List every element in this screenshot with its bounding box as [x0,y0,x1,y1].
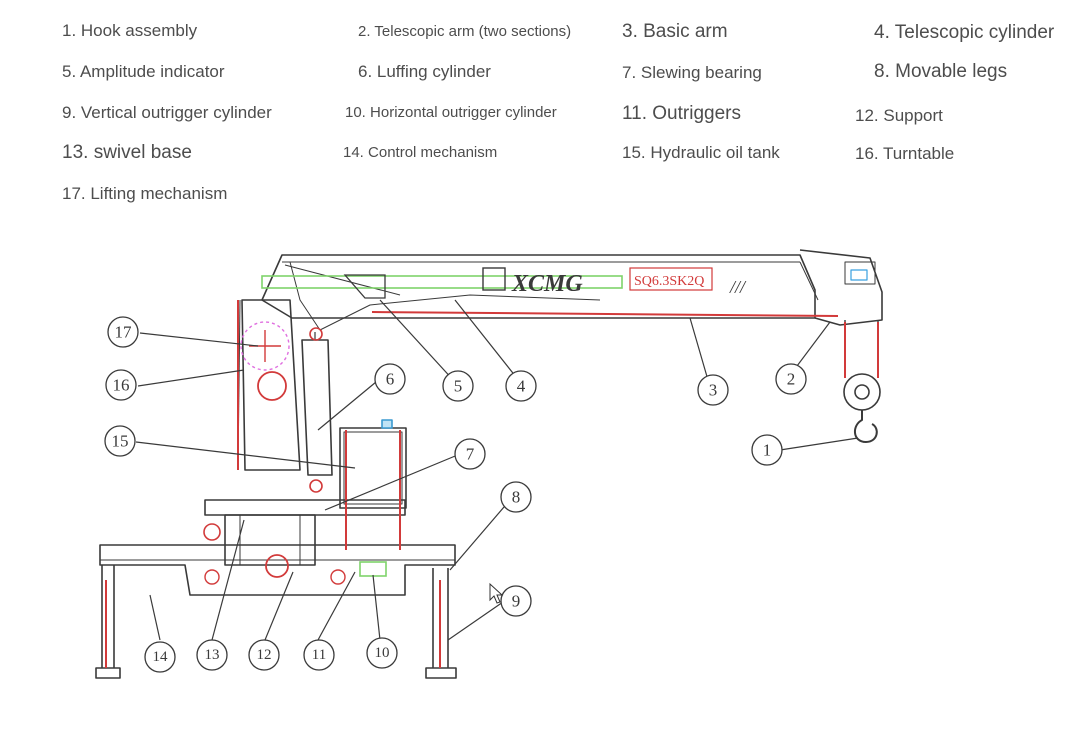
callout-4: 4 [517,377,526,396]
model-label: SQ6.3SK2Q [634,274,704,289]
legend-item-16: 16. Turntable [855,144,955,163]
parts-legend: 1. Hook assembly 2. Telescopic arm (two … [0,0,1078,215]
callout-3: 3 [709,381,718,400]
callout-5: 5 [454,377,463,396]
boom-inner-plate [289,261,601,331]
lifting-mechanism-drum [240,321,290,371]
left-leg [101,565,115,668]
turntable-column [241,299,301,471]
basic-arm [261,254,816,319]
outrigger-beam [99,544,456,596]
legend-item-7: 7. Slewing bearing [622,63,762,82]
callout-11: 11 [312,647,326,663]
legend-item-11: 11. Outriggers [622,103,741,124]
callout-16: 16 [113,376,130,395]
right-leg [432,568,449,668]
boom-head [799,249,883,326]
hook [854,410,878,443]
callout-12: 12 [257,647,272,663]
legend-item-12: 12. Support [855,106,943,125]
callout-8: 8 [512,488,521,507]
brand-logo: XCMG [511,271,583,297]
hydraulic-oil-tank [339,427,407,509]
legend-item-4: 4. Telescopic cylinder [874,22,1055,43]
callout-14: 14 [153,649,169,665]
callout-17: 17 [115,323,133,342]
legend-item-8: 8. Movable legs [874,61,1008,82]
callout-7: 7 [466,445,475,464]
mouse-cursor-icon [489,582,504,604]
callout-6: 6 [386,370,395,389]
boom-stripes: /// [729,277,747,297]
legend-item-6: 6. Luffing cylinder [358,62,491,81]
callout-1: 1 [763,441,772,460]
legend-item-13: 13. swivel base [62,142,192,163]
legend-item-15: 15. Hydraulic oil tank [622,143,780,162]
swivel-base [224,514,316,566]
callout-9: 9 [512,592,521,611]
callout-10: 10 [375,645,390,661]
callout-13: 13 [205,647,220,663]
legend-item-9: 9. Vertical outrigger cylinder [62,103,272,122]
crane-diagram: XCMG SQ6.3SK2Q /// [95,249,883,679]
callout-15: 15 [112,432,129,451]
callout-2: 2 [787,370,796,389]
luffing-cylinder-body [301,339,333,476]
telescopic-cylinder [261,275,623,289]
amplitude-indicator [343,274,386,299]
legend-item-17: 17. Lifting mechanism [62,184,228,203]
legend-item-14: 14. Control mechanism [343,144,498,161]
legend-item-10: 10. Horizontal outrigger cylinder [345,104,557,121]
legend-item-3: 3. Basic arm [622,21,728,42]
callouts [104,316,807,673]
legend-item-5: 5. Amplitude indicator [62,62,225,81]
legend-item-1: 1. Hook assembly [62,21,198,40]
legend-item-2: 2. Telescopic arm (two sections) [358,23,572,40]
hook-sheave [843,373,881,411]
